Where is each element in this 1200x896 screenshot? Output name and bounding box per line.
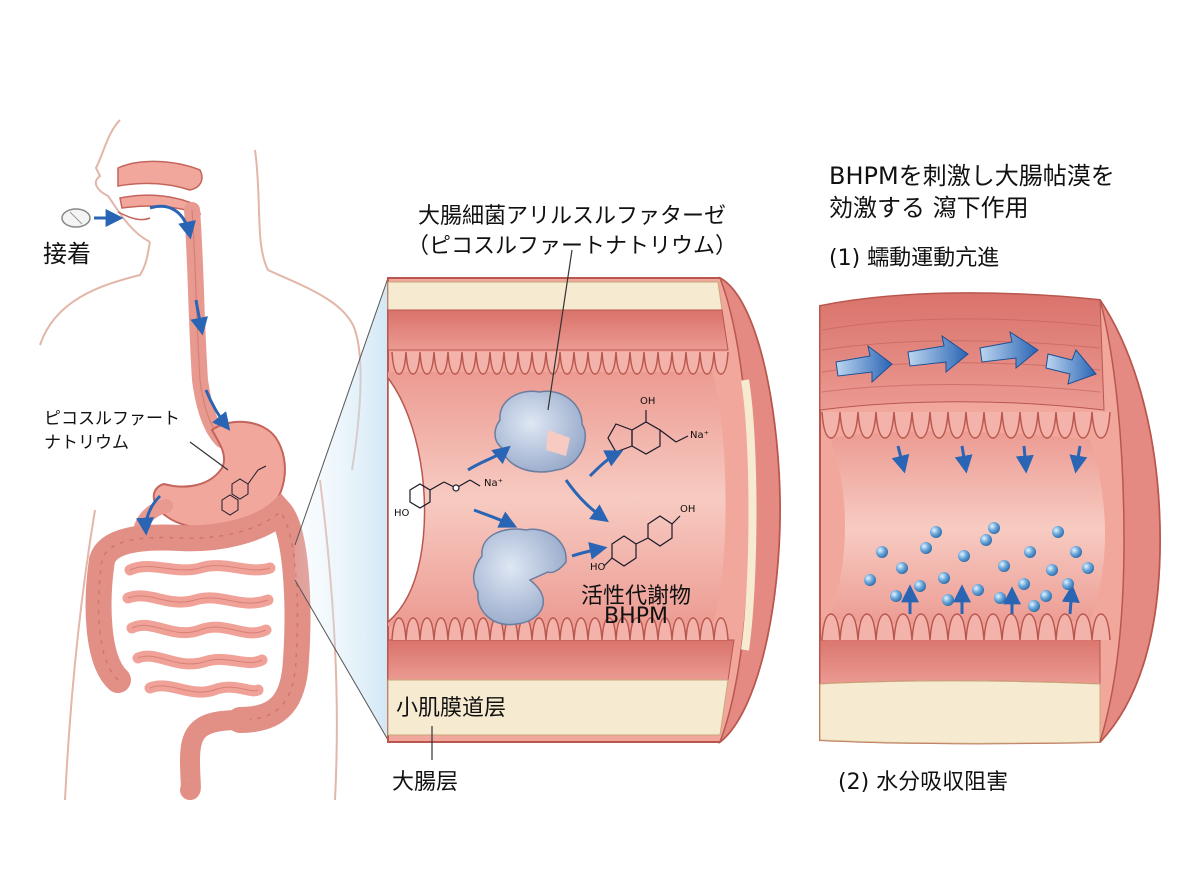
peristalsis-arrow-1 [835,344,893,384]
ingest-label: 接着 [43,240,91,268]
stomach [152,420,286,530]
serosa-top [387,281,723,311]
water-bubble [1024,546,1036,558]
drug-label-line1: ピコスルファート [44,409,180,429]
drug-structure-small [221,465,267,516]
water-bubble [1052,526,1064,538]
water-bubble [1082,562,1094,574]
muscle-bottom [387,639,735,681]
layer-label-2: 大腸层 [392,770,459,795]
water-bubble [1040,590,1052,602]
villi-top [391,351,729,375]
bhpm-structure [603,515,681,567]
layer-label-1: 小肌膜道层 [396,696,507,721]
chem-ho-left: HO [394,508,410,519]
peristalsis-arrow-4 [1045,349,1097,385]
water-bubble [1070,546,1082,558]
bacteria-2 [472,528,567,626]
water-bubble [972,584,984,596]
metabolite-label-line2: BHPM [604,604,668,629]
chem-oh-bottom: OH [680,504,696,515]
bacteria-1 [494,390,587,473]
muscle-bottom-right [819,635,1101,685]
water-bubble [1046,564,1058,576]
water-bubble [938,572,950,584]
water-bubble [876,546,888,558]
effect-1-label: (1) 蠕動運動亢進 [829,246,1000,271]
water-bubble [942,594,954,606]
enzyme-leader-line [547,249,573,411]
villi-bottom [391,617,729,641]
chem-ho-bottom: HO [590,562,606,573]
peristalsis-arrow-2 [907,334,969,374]
effect-2-label: (2) 水分吸収阻害 [838,770,1009,795]
peristalsis-arrows [835,330,1097,385]
water-bubble [988,522,1000,534]
water-bubble [1018,578,1030,590]
water-bubble [864,574,876,586]
large-intestine [85,493,311,733]
peristalsis-arrow-3 [979,330,1039,370]
water-bubble [980,534,992,546]
drug-label-line2: ナトリウム [44,433,129,453]
metabolite-structure-top [607,410,689,455]
water-molecules [864,522,1094,612]
chem-na-left: Na⁺ [484,478,503,489]
rectum [179,710,250,800]
secretion-arrows [891,445,1088,474]
water-bubble [1062,578,1074,590]
water-bubble [998,560,1010,572]
water-bubble [920,542,932,554]
lumen-right [830,431,1105,626]
enzyme-subtitle: （ピコスルファートナトリウム） [406,234,738,259]
villi-bottom-right [821,613,1111,641]
water-bubble [1028,600,1040,612]
villi-top-right [821,411,1111,439]
metabolite-label-line1: 活性代謝物 [580,584,692,609]
colon-section [387,276,782,745]
zoom-projection [295,278,388,740]
water-bubble [958,550,970,562]
transit-arrows [136,204,231,536]
water-bubble [896,562,908,574]
effect-title-line1: BHPMを刺激し大腸帖漠を [829,162,1115,190]
small-intestine [122,560,276,698]
water-bubble [890,590,902,602]
water-bubble [914,580,926,592]
drug-leader-line [189,441,229,471]
water-bubble [930,526,942,538]
picosulfate-structure [409,479,481,509]
esophagus [184,202,230,448]
water-bubble [994,592,1006,604]
colon-lumen [388,372,726,626]
colon-opening [387,375,426,624]
serosa-bottom-right [819,680,1101,744]
oral-cavity [117,160,203,221]
effect-title-line2: 効激する 瀉下作用 [829,194,1029,222]
chem-oh-top: OH [640,396,656,407]
pill-icon [61,208,91,228]
serosa-bottom [387,679,729,736]
enzyme-title: 大腸細菌アリルスルファターゼ [417,204,727,229]
absorption-blocked-arrows [901,584,1080,615]
muscle-top [387,309,729,351]
chem-na-right: Na⁺ [690,430,709,441]
reaction-arrows [467,445,624,560]
